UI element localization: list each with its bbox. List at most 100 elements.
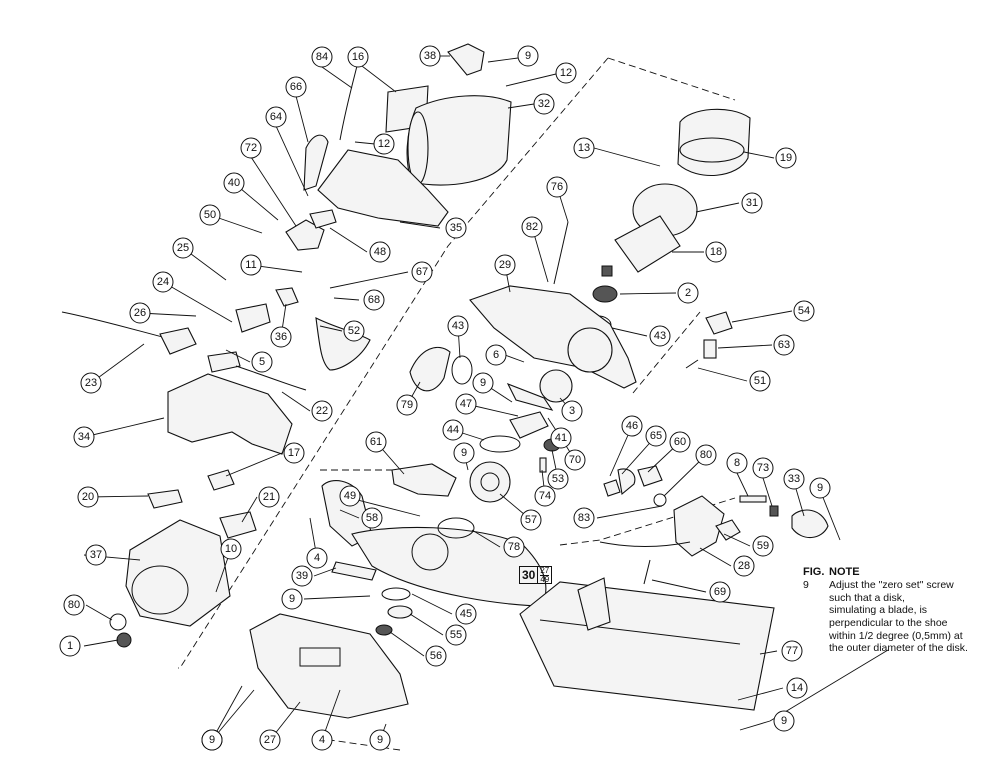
callout-number: 78: [508, 541, 520, 553]
callout-bubble: [775, 147, 797, 169]
callout-bubble: [73, 426, 95, 448]
part-callout: 74: [534, 485, 556, 507]
callout-number: 37: [90, 549, 102, 561]
part-callout: 45: [455, 603, 477, 625]
callout-number: 70: [569, 454, 581, 466]
callout-bubble: [265, 106, 287, 128]
callout-bubble: [472, 372, 494, 394]
callout-bubble: [621, 415, 643, 437]
callout-bubble: [741, 192, 763, 214]
part-callout: 4: [311, 729, 333, 751]
callout-number: 53: [552, 473, 564, 485]
callout-bubble: [485, 344, 507, 366]
callout-bubble: [365, 431, 387, 453]
callout-number: 9: [480, 377, 486, 389]
callout-bubble: [555, 62, 577, 84]
part-callout: 21: [258, 486, 280, 508]
callout-bubble: [339, 485, 361, 507]
callout-number: 10: [225, 543, 237, 555]
part-callout: 9: [281, 588, 303, 610]
callout-number: 31: [746, 197, 758, 209]
callout-bubble: [152, 271, 174, 293]
callout-bubble: [363, 289, 385, 311]
part-callout: 66: [285, 76, 307, 98]
part-callout: 50: [199, 204, 221, 226]
callout-number: 84: [316, 51, 328, 63]
callout-bubble: [283, 442, 305, 464]
part-callout: 53: [547, 468, 569, 490]
callout-number: 27: [264, 734, 276, 746]
fig-number: 9: [803, 579, 809, 592]
callout-bubble: [85, 544, 107, 566]
part-callout: 79: [396, 394, 418, 416]
callout-number: 6: [493, 349, 499, 361]
part-callout: 72: [240, 137, 262, 159]
part-callout: 17: [283, 442, 305, 464]
part-callout: 9: [472, 372, 494, 394]
callout-number: 60: [674, 436, 686, 448]
badge-sub-top: 27: [540, 565, 550, 576]
part-callout: 84: [311, 46, 333, 68]
part-callout: 48: [369, 241, 391, 263]
part-callout: 46: [621, 415, 643, 437]
callout-number: 1: [67, 640, 73, 652]
callout-bubble: [291, 565, 313, 587]
callout-bubble: [201, 729, 223, 751]
part-callout: 47: [455, 393, 477, 415]
callout-bubble: [453, 442, 475, 464]
callout-bubble: [520, 509, 542, 531]
callout-number: 50: [204, 209, 216, 221]
callout-number: 43: [654, 330, 666, 342]
callout-bubble: [726, 452, 748, 474]
callout-number: 9: [461, 447, 467, 459]
callout-number: 17: [288, 447, 300, 459]
callout-bubble: [573, 507, 595, 529]
callout-bubble: [445, 624, 467, 646]
callout-number: 4: [319, 734, 325, 746]
fig-label: FIG.: [803, 566, 825, 578]
callout-bubble: [649, 325, 671, 347]
callout-number: 22: [316, 405, 328, 417]
callout-number: 65: [650, 430, 662, 442]
callout-number: 40: [228, 177, 240, 189]
callout-number: 5: [259, 356, 265, 368]
callout-number: 45: [460, 608, 472, 620]
callout-number: 58: [366, 512, 378, 524]
callout-number: 51: [754, 375, 766, 387]
callout-number: 2: [685, 287, 691, 299]
part-callout: 9: [453, 442, 475, 464]
callout-bubble: [677, 282, 699, 304]
part-callout: 49: [339, 485, 361, 507]
part-callout: 80: [63, 594, 85, 616]
callout-bubble: [80, 372, 102, 394]
part-callout: 12: [555, 62, 577, 84]
part-callout: 55: [445, 624, 467, 646]
callout-number: 74: [539, 490, 551, 502]
part-callout: 51: [749, 370, 771, 392]
callout-number: 64: [270, 111, 282, 123]
callout-bubble: [258, 486, 280, 508]
parts-artwork: [61, 43, 829, 719]
callout-number: 4: [314, 552, 320, 564]
callout-bubble: [809, 477, 831, 499]
callout-number: 13: [578, 142, 590, 154]
part-callout: 78: [503, 536, 525, 558]
callout-bubble: [251, 351, 273, 373]
part-callout: 38: [419, 45, 441, 67]
callout-bubble: [564, 449, 586, 471]
part-callout: 8: [726, 452, 748, 474]
callout-bubble: [550, 427, 572, 449]
callout-bubble: [425, 645, 447, 667]
callout-number: 3: [569, 405, 575, 417]
part-callout: 9: [773, 710, 795, 732]
note-line: within 1/2 degree (0,5mm) at: [829, 629, 963, 642]
callout-number: 25: [177, 242, 189, 254]
callout-bubble: [786, 677, 808, 699]
callout-number: 49: [344, 490, 356, 502]
part-callout: 73: [752, 457, 774, 479]
callout-bubble: [546, 176, 568, 198]
callout-bubble: [240, 254, 262, 276]
callout-number: 9: [817, 482, 823, 494]
callout-number: 55: [450, 629, 462, 641]
callout-bubble: [521, 216, 543, 238]
